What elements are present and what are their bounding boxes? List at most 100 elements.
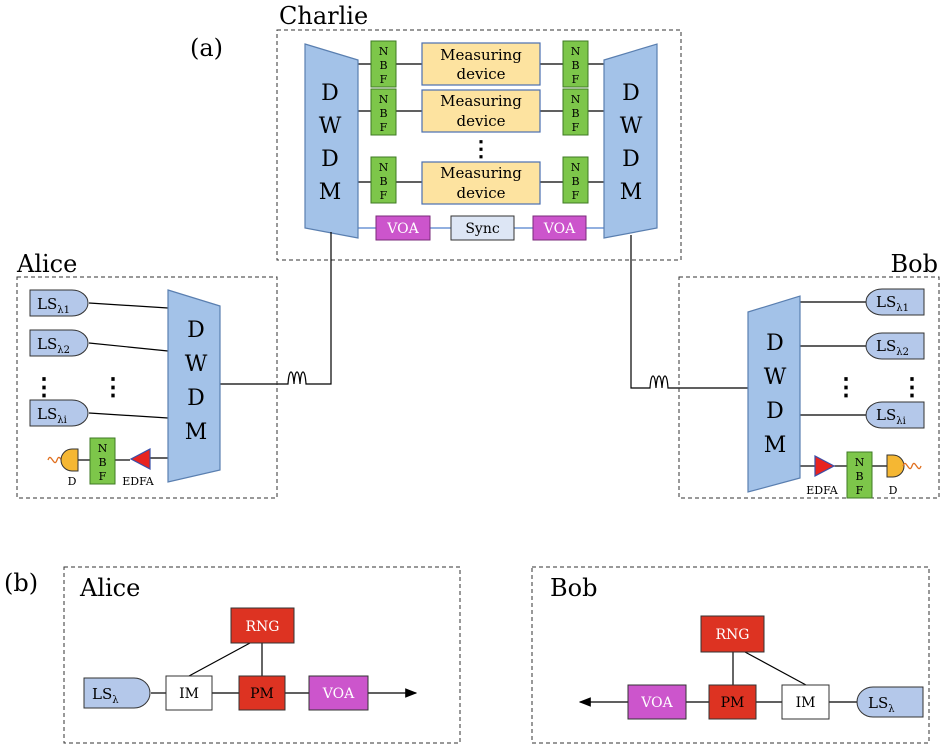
panel-a-label: (a) (190, 34, 223, 62)
svg-text:RNG: RNG (246, 619, 280, 635)
edfa-label: EDFA (122, 475, 155, 488)
nbf-filter: N B F (89, 437, 116, 485)
random-number-generator: RNG (230, 607, 295, 644)
measuring-device: Measuring device (421, 89, 541, 133)
svg-text:LSλ1: LSλ1 (37, 295, 70, 316)
alice-b-connection-lines (151, 642, 418, 698)
svg-text:B: B (855, 470, 863, 483)
nbf-filter: N B F (562, 88, 589, 136)
voa-box: VOA (627, 684, 687, 720)
svg-text:LSλ: LSλ (868, 694, 895, 715)
voa-box: VOA (532, 215, 587, 241)
panel-b-label: (b) (4, 569, 38, 597)
svg-text:F: F (99, 470, 107, 483)
dwdm-letter: W (620, 114, 643, 139)
svg-text:LSλi: LSλi (37, 405, 67, 426)
intensity-modulator: IM (165, 675, 213, 711)
svg-text:VOA: VOA (640, 695, 673, 711)
laser-source: LSλ2 (865, 332, 925, 360)
svg-text:LSλi: LSλi (876, 406, 906, 427)
svg-text:N: N (855, 456, 865, 469)
svg-text:B: B (98, 456, 106, 469)
detector-icon (47, 448, 79, 472)
bob-connection-lines (800, 301, 887, 467)
dwdm-letter: M (319, 180, 342, 205)
svg-text:device: device (456, 112, 505, 130)
detector-label: D (889, 484, 898, 497)
alice-station: Alice LSλ1 LSλ2 ⋮ ⋮ LSλi D W (16, 250, 278, 499)
svg-text:IM: IM (179, 686, 199, 702)
svg-text:N: N (571, 93, 581, 106)
dwdm-letter: W (319, 114, 342, 139)
charlie-right-dwdm: D W D M (603, 43, 658, 239)
svg-text:F: F (572, 73, 580, 86)
voa-box: VOA (375, 215, 431, 241)
vdots: ⋮ (32, 372, 56, 401)
nbf-filter: N B F (562, 156, 589, 204)
intensity-modulator: IM (781, 684, 830, 720)
alice-title: Alice (16, 250, 77, 278)
svg-text:RNG: RNG (716, 627, 750, 643)
dwdm-letter: D (187, 386, 205, 411)
dwdm-letter: M (620, 180, 643, 205)
edfa-label: EDFA (806, 484, 839, 497)
svg-text:B: B (379, 175, 387, 188)
detector-label: D (68, 475, 77, 488)
dwdm-letter: D (321, 147, 339, 172)
laser-source: LSλ (83, 677, 151, 709)
svg-text:F: F (572, 121, 580, 134)
svg-text:Sync: Sync (465, 221, 500, 237)
svg-text:Measuring: Measuring (440, 164, 522, 182)
fiber-spool-alice-charlie (220, 232, 332, 385)
nbf-filter: N B F (370, 88, 397, 136)
sync-box: Sync (450, 215, 515, 241)
svg-text:B: B (379, 107, 387, 120)
laser-source: LSλ1 (29, 289, 89, 317)
nbf-filter: N B F (370, 40, 397, 88)
nbf-filter: N B F (370, 156, 397, 204)
dwdm-letter: D (187, 318, 205, 343)
bob-title: Bob (891, 250, 938, 278)
dwdm-letter: W (764, 365, 787, 390)
svg-text:PM: PM (721, 695, 745, 711)
dwdm-letter: W (185, 352, 208, 377)
laser-source: LSλ (856, 686, 924, 718)
svg-text:device: device (456, 65, 505, 83)
svg-text:F: F (380, 73, 388, 86)
vdots: ⋮ (470, 136, 492, 162)
charlie-frame (276, 29, 682, 261)
charlie-left-dwdm: D W D M (304, 43, 359, 239)
bob-receiver: Bob VOA PM IM LSλ RNG (531, 566, 930, 744)
edfa-amplifier-icon (129, 448, 151, 470)
dwdm-letter: D (622, 147, 640, 172)
random-number-generator: RNG (700, 615, 765, 653)
svg-text:N: N (571, 45, 581, 58)
dwdm-letter: D (622, 81, 640, 106)
svg-text:B: B (379, 59, 387, 72)
svg-text:PM: PM (250, 686, 274, 702)
svg-text:N: N (98, 442, 108, 455)
alice-transmitter: Alice LSλ IM PM VOA RNG (63, 566, 461, 744)
vdots: ⋮ (101, 372, 125, 401)
edfa-amplifier-icon (814, 455, 836, 477)
fiber-links (220, 232, 751, 389)
nbf-filter: N B F (562, 40, 589, 88)
svg-text:IM: IM (796, 695, 816, 711)
voa-box: VOA (308, 675, 369, 711)
bob-dwdm: D W D M (747, 295, 801, 493)
detector-icon (886, 454, 922, 478)
svg-text:VOA: VOA (543, 221, 576, 237)
svg-text:N: N (379, 93, 389, 106)
laser-source: LSλ2 (29, 329, 89, 357)
alice-frame (16, 276, 278, 499)
laser-source: LSλi (29, 399, 89, 427)
bob-station: Bob D W D M LSλ1 LSλ2 ⋮ ⋮ (678, 250, 940, 499)
alice-dwdm: D W D M (167, 289, 221, 483)
phase-modulator: PM (708, 684, 757, 720)
svg-text:F: F (380, 189, 388, 202)
charlie-station: Charlie D W D M (276, 2, 682, 261)
svg-text:N: N (379, 161, 389, 174)
laser-source: LSλ1 (865, 288, 925, 316)
svg-text:Measuring: Measuring (440, 46, 522, 64)
alice-b-frame (63, 566, 461, 744)
